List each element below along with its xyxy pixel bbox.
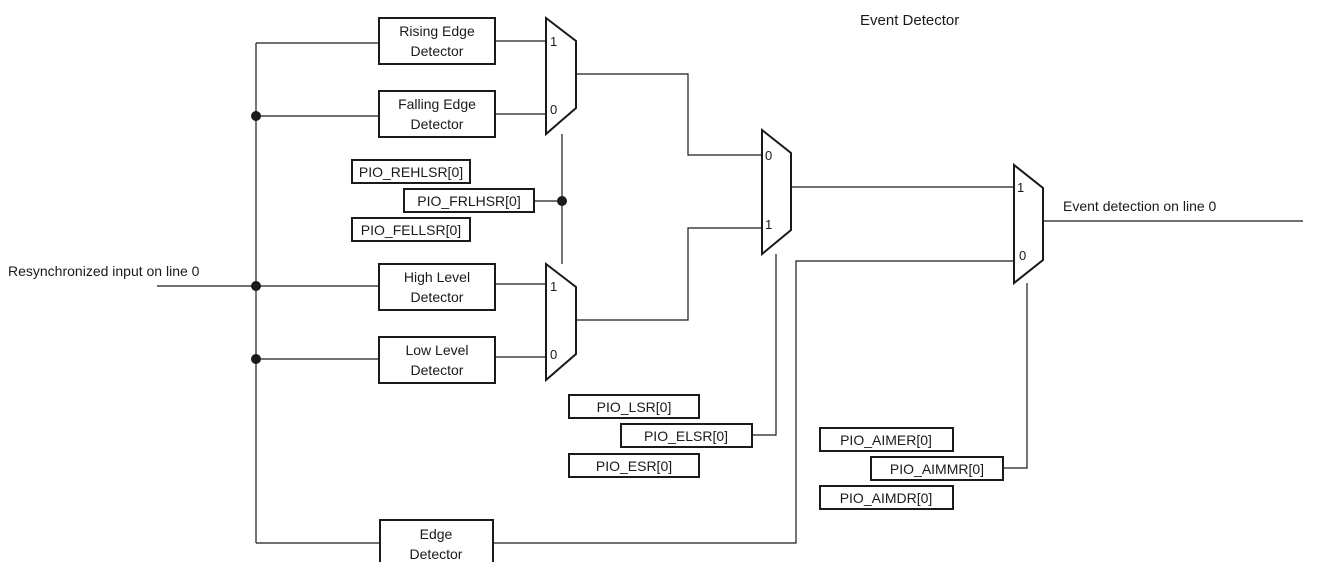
high-level-label-1: High Level xyxy=(404,269,470,285)
frlhsr-label: PIO_FRLHSR[0] xyxy=(417,193,520,209)
junction-dot xyxy=(557,196,567,206)
register-lsr: PIO_LSR[0] xyxy=(568,394,700,419)
lsr-label: PIO_LSR[0] xyxy=(597,399,672,415)
wire-elsr xyxy=(752,254,777,436)
junction-dot xyxy=(251,354,261,364)
register-elsr: PIO_ELSR[0] xyxy=(620,423,753,448)
level-mux-pin-0: 0 xyxy=(550,347,557,362)
edge-mux: 1 0 xyxy=(545,15,577,137)
wire-edge-mux-out xyxy=(576,73,762,156)
wires xyxy=(157,40,1303,544)
edge-detector: Edge Detector xyxy=(379,519,494,562)
rising-edge-label-1: Rising Edge xyxy=(399,23,475,39)
low-level-label-2: Detector xyxy=(411,362,464,378)
output-mux: 1 0 xyxy=(1013,162,1044,286)
wire-edge-detector-out xyxy=(493,260,1014,544)
junction-dot xyxy=(251,281,261,291)
register-aimmr: PIO_AIMMR[0] xyxy=(870,456,1004,481)
falling-edge-detector: Falling Edge Detector xyxy=(378,90,496,138)
low-level-label-1: Low Level xyxy=(405,342,468,358)
aimer-label: PIO_AIMER[0] xyxy=(840,432,932,448)
level-mux: 1 0 xyxy=(545,261,577,383)
register-aimer: PIO_AIMER[0] xyxy=(819,427,954,452)
aimdr-label: PIO_AIMDR[0] xyxy=(840,490,933,506)
low-level-detector: Low Level Detector xyxy=(378,336,496,384)
falling-edge-label-1: Falling Edge xyxy=(398,96,476,112)
wire-level-mux-out xyxy=(576,227,762,321)
high-level-label-2: Detector xyxy=(411,289,464,305)
edge-detector-label-1: Edge xyxy=(420,526,453,542)
edge-detector-label-2: Detector xyxy=(410,546,463,562)
select-mux-pin-0: 0 xyxy=(765,148,772,163)
wire-aimmr xyxy=(1003,283,1028,469)
output-mux-pin-0: 0 xyxy=(1019,248,1026,263)
register-aimdr: PIO_AIMDR[0] xyxy=(819,485,954,510)
register-fellsr: PIO_FELLSR[0] xyxy=(351,217,471,242)
diagram-title: Event Detector xyxy=(860,12,959,29)
input-label: Resynchronized input on line 0 xyxy=(8,263,200,279)
rising-edge-label-2: Detector xyxy=(411,43,464,59)
edge-mux-pin-1: 1 xyxy=(550,34,557,49)
output-label: Event detection on line 0 xyxy=(1063,198,1217,214)
elsr-label: PIO_ELSR[0] xyxy=(644,428,728,444)
rising-edge-detector: Rising Edge Detector xyxy=(378,17,496,65)
register-rehlsr: PIO_REHLSR[0] xyxy=(351,159,471,184)
select-mux-pin-1: 1 xyxy=(765,217,772,232)
falling-edge-label-2: Detector xyxy=(411,116,464,132)
level-mux-pin-1: 1 xyxy=(550,279,557,294)
output-mux-pin-1: 1 xyxy=(1017,180,1024,195)
esr-label: PIO_ESR[0] xyxy=(596,458,672,474)
aimmr-label: PIO_AIMMR[0] xyxy=(890,461,984,477)
junctions xyxy=(251,111,567,364)
fellsr-label: PIO_FELLSR[0] xyxy=(361,222,461,238)
junction-dot xyxy=(251,111,261,121)
high-level-detector: High Level Detector xyxy=(378,263,496,311)
edge-mux-pin-0: 0 xyxy=(550,102,557,117)
register-frlhsr: PIO_FRLHSR[0] xyxy=(403,188,535,213)
select-mux: 0 1 xyxy=(761,127,792,257)
rehlsr-label: PIO_REHLSR[0] xyxy=(359,164,463,180)
register-esr: PIO_ESR[0] xyxy=(568,453,700,478)
